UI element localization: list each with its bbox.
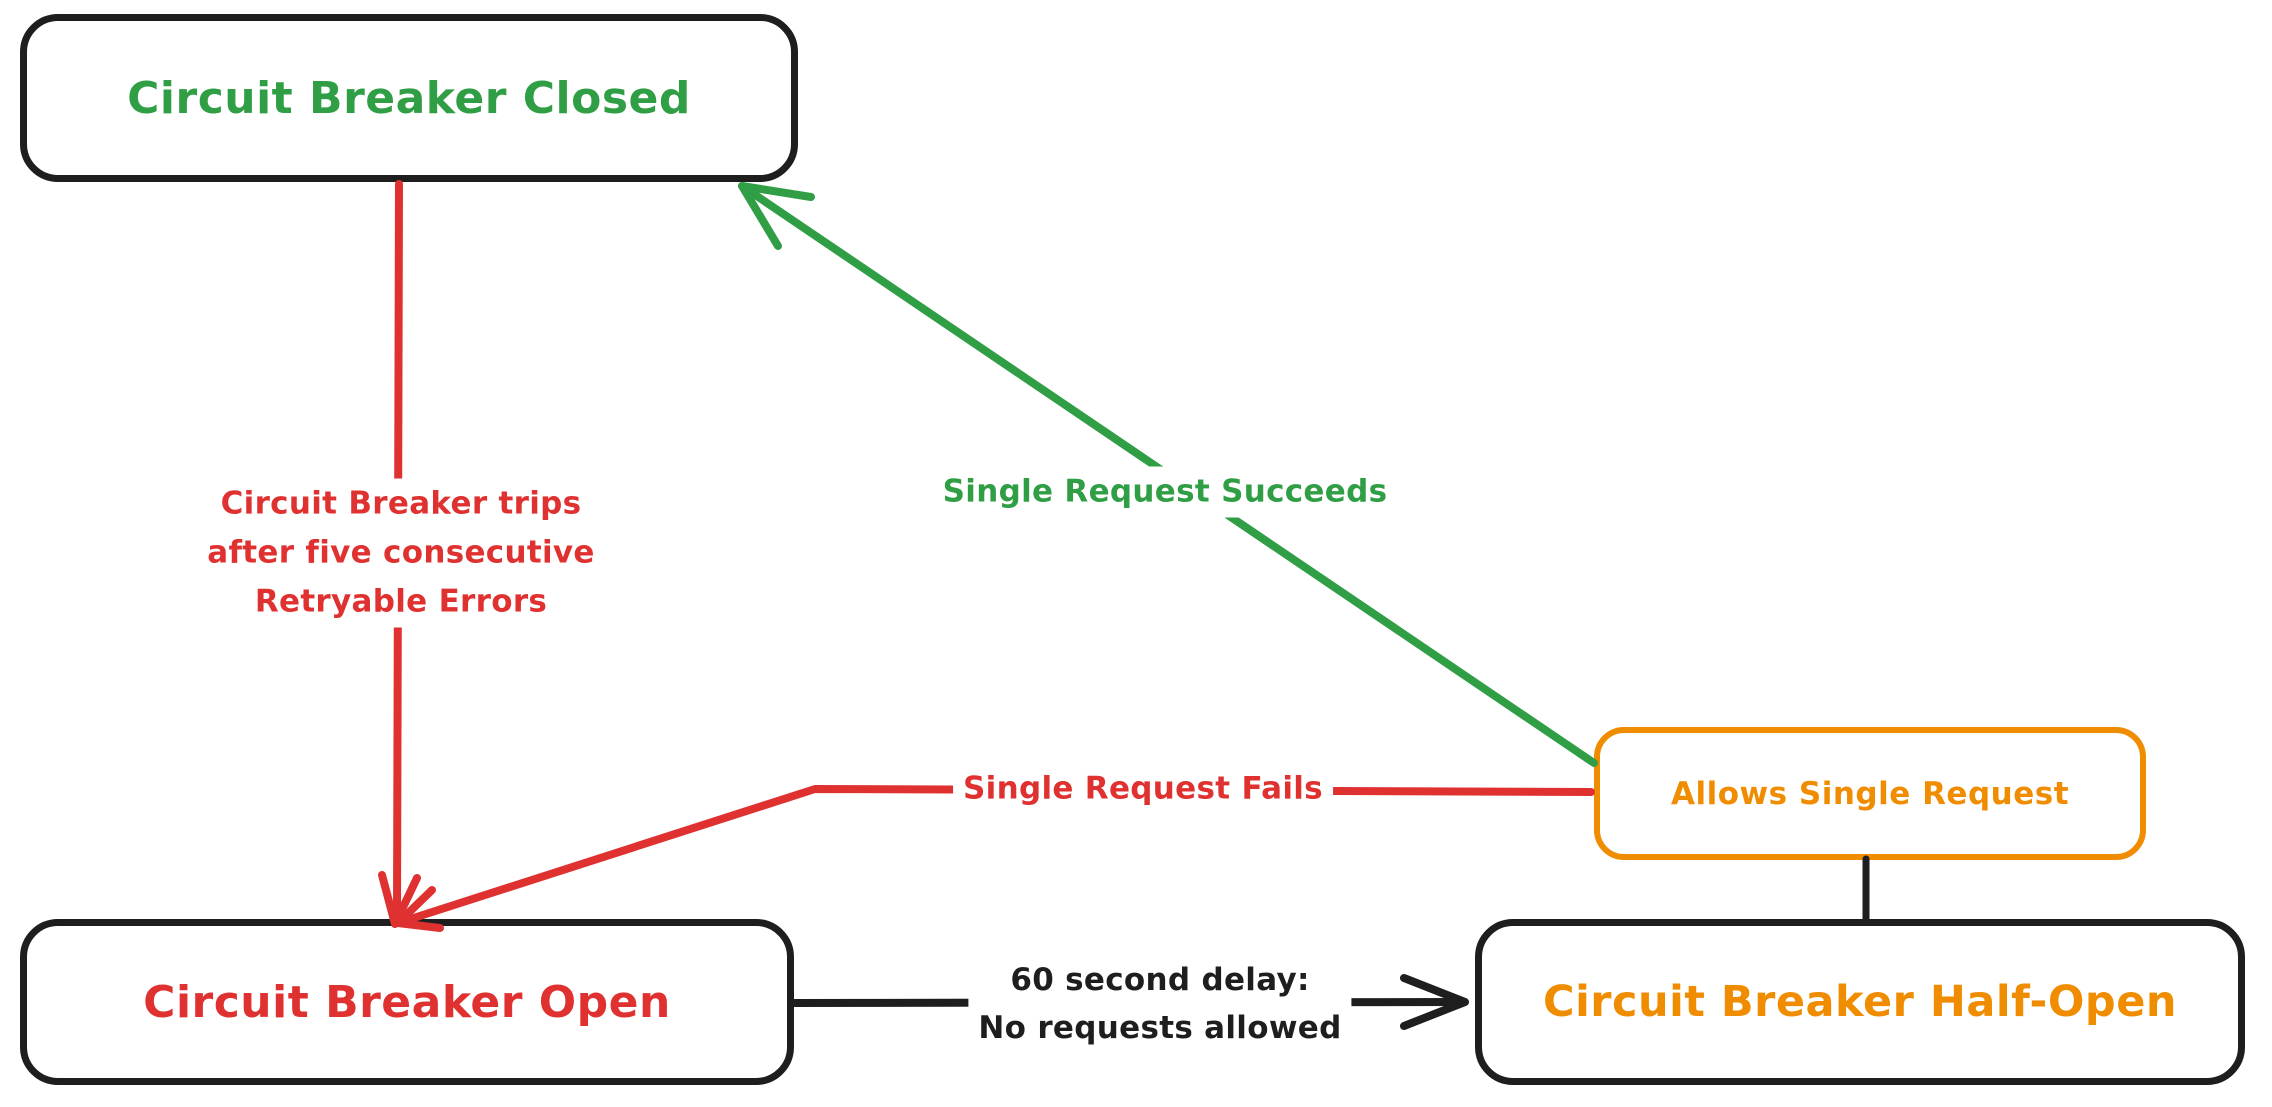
- edge-label-trips: Circuit Breaker trips after five consecu…: [197, 478, 605, 628]
- edge-label-delay-line2: No requests allowed: [978, 1010, 1342, 1046]
- edge-label-trips-line1: Circuit Breaker trips: [220, 485, 582, 522]
- edge-label-delay: 60 second delay: No requests allowed: [968, 955, 1352, 1053]
- node-circuit-breaker-open: Circuit Breaker Open: [20, 919, 794, 1085]
- node-circuit-breaker-open-label: Circuit Breaker Open: [143, 976, 671, 1028]
- edge-label-delay-line1: 60 second delay:: [1010, 962, 1310, 998]
- arrowhead-delay-icon: [1400, 974, 1469, 1030]
- edge-label-trips-line3: Retryable Errors: [254, 583, 548, 620]
- arrowhead-succeeds-icon: [738, 182, 815, 250]
- node-circuit-breaker-closed: Circuit Breaker Closed: [20, 14, 798, 182]
- node-allows-single-request: Allows Single Request: [1594, 727, 2146, 860]
- arrowhead-trips-icon: [378, 871, 421, 928]
- node-circuit-breaker-half-open-label: Circuit Breaker Half-Open: [1543, 977, 2177, 1027]
- edge-label-succeeds-text: Single Request Succeeds: [942, 473, 1388, 510]
- node-circuit-breaker-closed-label: Circuit Breaker Closed: [127, 72, 691, 124]
- edge-label-fails-text: Single Request Fails: [963, 770, 1323, 807]
- node-allows-single-request-label: Allows Single Request: [1670, 775, 2070, 812]
- edge-label-trips-line2: after five consecutive: [207, 534, 595, 571]
- edge-label-succeeds: Single Request Succeeds: [932, 466, 1398, 518]
- node-circuit-breaker-half-open: Circuit Breaker Half-Open: [1475, 919, 2245, 1085]
- edge-label-fails: Single Request Fails: [953, 763, 1333, 815]
